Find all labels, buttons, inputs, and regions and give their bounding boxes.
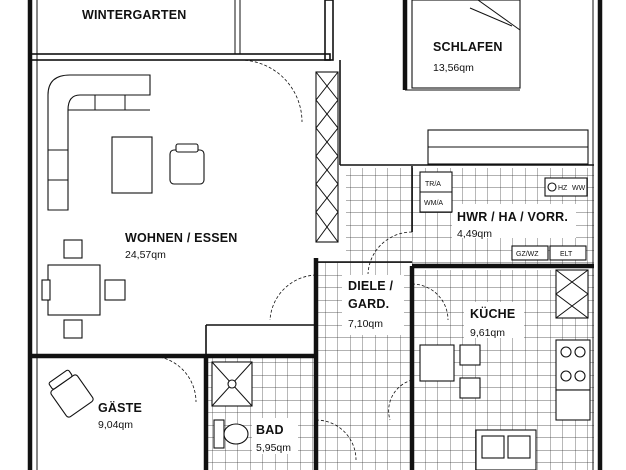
room-area-diele: 7,10qm [348, 318, 383, 330]
room-label-kueche: KÜCHE [470, 306, 515, 321]
inner-walls [203, 166, 594, 470]
fixture-label-elektro: ELT [560, 251, 573, 258]
kitchen-fixtures [419, 269, 591, 470]
schlafen-walls [339, 0, 594, 166]
room-label-diele-2: GARD. [348, 297, 389, 311]
armchair [169, 143, 205, 185]
corner-sofa [47, 74, 151, 211]
room-label-schlafen: SCHLAFEN [433, 40, 503, 54]
room-area-hwr: 4,49qm [457, 228, 492, 240]
wardrobe-schlafen [427, 129, 589, 165]
fixture-label-gaszaehler: GZ/WZ [516, 251, 539, 258]
room-label-wohnen: WOHNEN / ESSEN [125, 231, 238, 245]
room-area-gaeste: 9,04qm [98, 419, 133, 431]
fixture-label-warmwasser: WW [572, 185, 586, 192]
room-label-bad: BAD [256, 423, 284, 437]
room-area-bad: 5,95qm [256, 442, 291, 454]
hwr-appliances [419, 171, 588, 261]
coffee-table [111, 136, 153, 194]
room-label-hwr: HWR / HA / VORR. [457, 210, 568, 224]
room-area-kueche: 9,61qm [470, 327, 505, 339]
room-label-gaeste: GÄSTE [98, 400, 142, 415]
room-label-diele-1: DIELE / [348, 279, 393, 293]
bed [411, 0, 521, 89]
room-area-wohnen: 24,57qm [125, 249, 166, 261]
wardrobe-wohnen [315, 71, 339, 243]
fixture-label-heizung: HZ [558, 185, 568, 192]
bad-fixtures [211, 361, 253, 449]
room-area-schlafen: 13,56qm [433, 62, 474, 74]
fixture-label-waschmaschine: WM/A [424, 200, 443, 207]
fixture-label-trockner: TR/A [425, 181, 441, 188]
outer-walls [27, 0, 603, 470]
dining-table [41, 239, 126, 339]
gaeste-armchair [48, 369, 94, 418]
wintergarten-boundary [29, 0, 334, 61]
door-swings [149, 59, 449, 461]
room-label-wintergarten: WINTERGARTEN [82, 8, 186, 22]
